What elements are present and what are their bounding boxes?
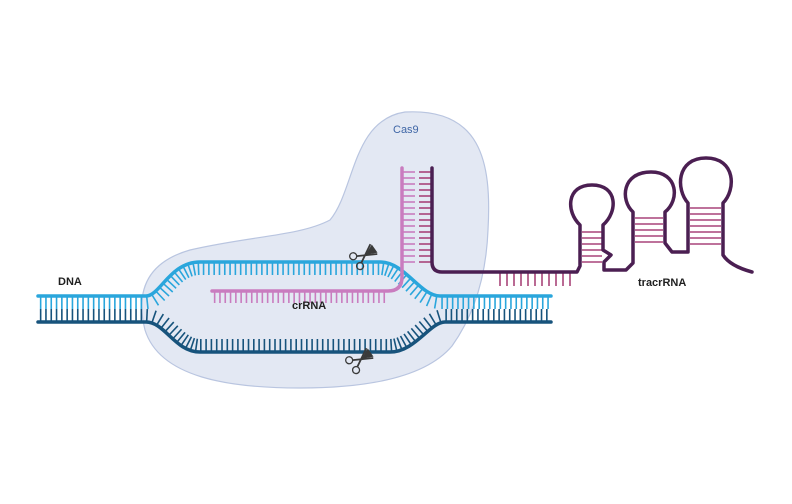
base-pair-tick [145,308,149,323]
base-pair-tick [155,313,165,326]
base-pair-tick [151,310,157,324]
base-pair-tick [423,317,433,329]
base-pair-tick [189,337,196,351]
base-pair-tick [414,324,425,336]
base-pair-tick [418,320,429,332]
cas9-protein [141,111,490,389]
dna-label: DNA [58,276,82,288]
base-pair-tick [166,278,177,289]
base-pair-tick [173,271,184,283]
base-pair-tick [177,268,187,281]
base-pair-tick [410,327,421,339]
base-pair-tick [406,330,417,343]
base-pair-tick [150,293,160,306]
base-pair-tick [172,328,183,340]
base-pair-tick [187,263,193,277]
cas9-label: Cas9 [393,124,419,136]
base-pair-tick [182,265,190,279]
base-pair-tick [390,267,400,280]
base-pair-tick [169,275,180,286]
scissors-icon [349,243,378,271]
base-pair-tick [425,293,433,307]
base-pair-tick [155,290,166,302]
base-pair-tick [399,335,408,348]
base-pair-tick [387,265,395,278]
base-pair-tick [433,295,438,309]
base-pair-tick [194,338,199,352]
scissors-icon [345,347,374,375]
base-pair-tick [393,338,398,352]
base-pair-tick [192,262,197,276]
base-pair-tick [403,333,412,346]
base-pair-tick [436,310,442,323]
base-pair-tick [419,291,428,304]
base-pair-tick [414,288,424,300]
base-pair-tick [162,282,174,293]
crrna-label: crRNA [292,300,326,312]
tracrrna-strand [419,156,754,286]
base-pair-tick [160,317,170,329]
base-pair-tick [158,286,170,297]
dna-bottom-strand [36,308,553,354]
base-pair-tick [401,277,412,289]
base-pair-tick [184,336,193,349]
base-pair-tick [176,331,186,343]
base-pair-tick [405,281,416,292]
base-pair-tick [164,321,175,333]
base-pair-tick [409,284,420,296]
base-pair-tick [145,295,149,309]
dna-top-strand [36,260,553,309]
crrna-strand [210,166,415,303]
base-pair-tick [428,313,437,326]
tracrrna-label: tracrRNA [638,277,686,289]
base-pair-tick [381,262,385,276]
base-pair-tick [384,263,390,277]
base-pair-tick [396,337,403,350]
base-pair-tick [168,325,179,336]
base-pair-tick [390,338,393,353]
base-pair-tick [180,334,189,347]
